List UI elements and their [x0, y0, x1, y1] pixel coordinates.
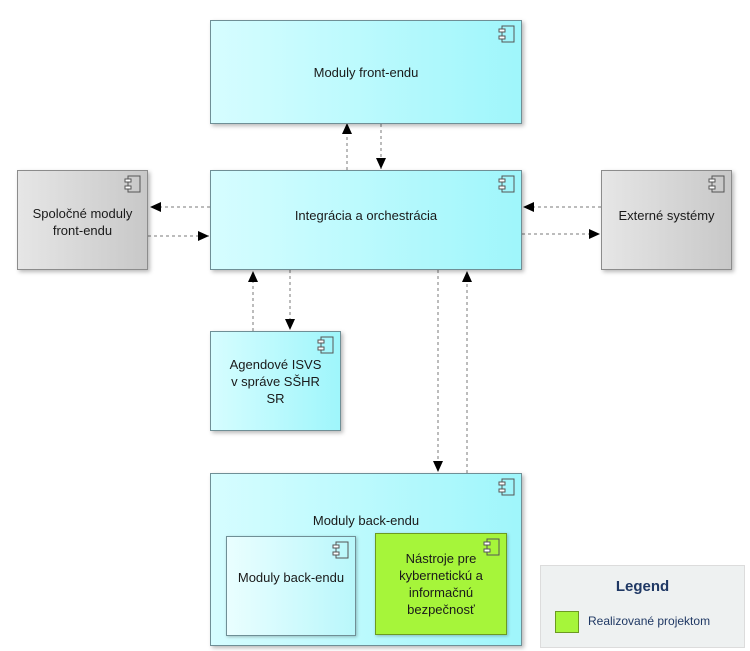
security-tools-label: Nástroje pre kybernetickú a informačnú b… — [399, 551, 483, 617]
security-tools-node[interactable]: Nástroje pre kybernetickú a informačnú b… — [375, 533, 507, 635]
common-frontend-modules-node[interactable]: Spoločné moduly front-endu — [17, 170, 148, 270]
legend-item-label: Realizované projektom — [588, 614, 711, 628]
backend-modules-node[interactable]: Moduly back-endu Moduly back-endu Nástro… — [210, 473, 522, 646]
component-icon — [498, 175, 515, 193]
component-icon — [483, 538, 500, 556]
integration-orchestration-node[interactable]: Integrácia a orchestrácia — [210, 170, 522, 270]
agenda-isvs-label: Agendové ISVS v správe SŠHR SR — [229, 356, 322, 406]
component-icon — [124, 175, 141, 193]
agenda-isvs-node[interactable]: Agendové ISVS v správe SŠHR SR — [210, 331, 341, 431]
external-systems-label: Externé systémy — [618, 208, 715, 223]
external-systems-node[interactable]: Externé systémy — [601, 170, 732, 270]
component-icon — [498, 478, 515, 496]
integration-orchestration-label: Integrácia a orchestrácia — [294, 208, 438, 223]
component-icon — [317, 336, 334, 354]
legend: Legend Realizované projektom — [540, 565, 745, 648]
frontend-modules-node[interactable]: Moduly front-endu — [210, 20, 522, 124]
backend-modules-inner-label: Moduly back-endu — [237, 570, 345, 585]
component-icon — [708, 175, 725, 193]
backend-modules-label: Moduly back-endu — [312, 513, 420, 528]
component-icon — [498, 25, 515, 43]
common-frontend-modules-label: Spoločné moduly front-endu — [32, 206, 133, 238]
legend-swatch — [555, 611, 579, 633]
component-icon — [332, 541, 349, 559]
legend-title: Legend — [615, 578, 670, 595]
backend-modules-inner-node[interactable]: Moduly back-endu — [226, 536, 356, 636]
frontend-modules-label: Moduly front-endu — [313, 64, 419, 80]
